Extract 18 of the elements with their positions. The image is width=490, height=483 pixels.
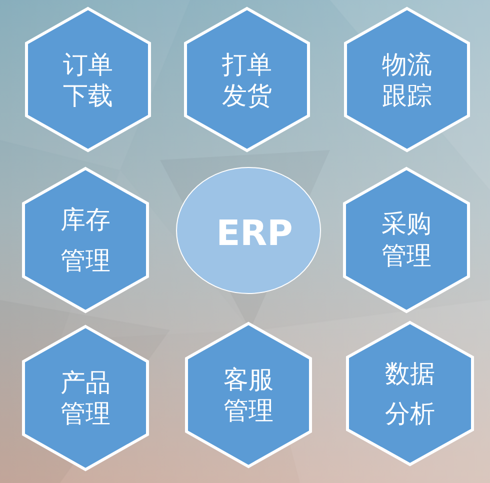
hexagon-label: 打单发货 <box>221 48 273 110</box>
hexagon-label: 客服管理 <box>222 364 274 426</box>
hexagon-label: 库存管理 <box>60 204 112 277</box>
hexagon-label: 订单下载 <box>62 48 114 110</box>
hexagon <box>344 7 470 152</box>
hexagon <box>22 167 149 313</box>
hexagon-label: 采购管理 <box>380 208 432 272</box>
hexagon <box>346 321 474 466</box>
hexagon <box>184 7 310 152</box>
hexagon-label: 产品管理 <box>60 367 112 429</box>
hexagon <box>22 325 149 471</box>
hexagon-label: 数据分析 <box>384 358 436 430</box>
hexagon <box>25 7 151 152</box>
ellipse-label: ERP <box>216 214 293 254</box>
ellipse <box>176 167 321 294</box>
hexagon <box>343 167 470 313</box>
hexagon-label: 物流跟踪 <box>381 48 433 110</box>
hexagon <box>185 322 312 468</box>
